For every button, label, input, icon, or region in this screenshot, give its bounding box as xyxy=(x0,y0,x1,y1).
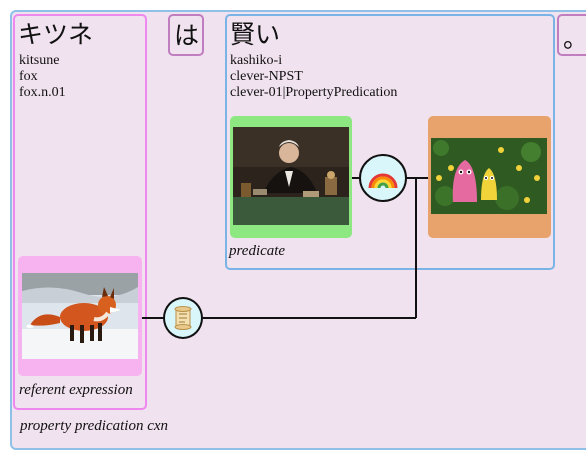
unit-ha[interactable] xyxy=(168,14,204,56)
rainbow-node[interactable] xyxy=(359,154,407,202)
kitsune-word: キツネ xyxy=(18,20,94,49)
unit-kitsune[interactable] xyxy=(13,14,147,410)
fox-image xyxy=(22,273,138,359)
kashikoi-line-3: clever-01|PropertyPredication xyxy=(230,85,398,100)
kitsune-line-1: kitsune xyxy=(19,53,60,68)
rainbow-icon xyxy=(368,173,398,189)
scroll-icon xyxy=(174,306,192,330)
result-image-frame xyxy=(428,116,551,238)
unit-period[interactable] xyxy=(557,14,586,56)
connector-lines xyxy=(142,177,428,319)
ha-word: は xyxy=(174,21,200,50)
predicate-label: predicate xyxy=(229,243,286,259)
referent-expression-label: referent expression xyxy=(19,382,133,398)
kashikoi-line-1: kashiko-i xyxy=(230,53,283,68)
predicate-image-frame xyxy=(230,116,352,238)
barbapapa-image xyxy=(431,138,547,214)
period-word: 。 xyxy=(563,24,586,53)
fox-image-frame xyxy=(18,256,142,376)
kitsune-line-3: fox.n.01 xyxy=(19,85,66,100)
unit-kashikoi[interactable] xyxy=(225,14,555,270)
kashikoi-word: 賢い xyxy=(230,20,281,49)
scientist-image xyxy=(233,127,349,225)
scroll-node[interactable] xyxy=(163,297,203,339)
kashikoi-line-2: clever-NPST xyxy=(230,69,303,84)
construction-label: property predication cxn xyxy=(20,418,169,434)
kitsune-line-2: fox xyxy=(19,69,38,84)
